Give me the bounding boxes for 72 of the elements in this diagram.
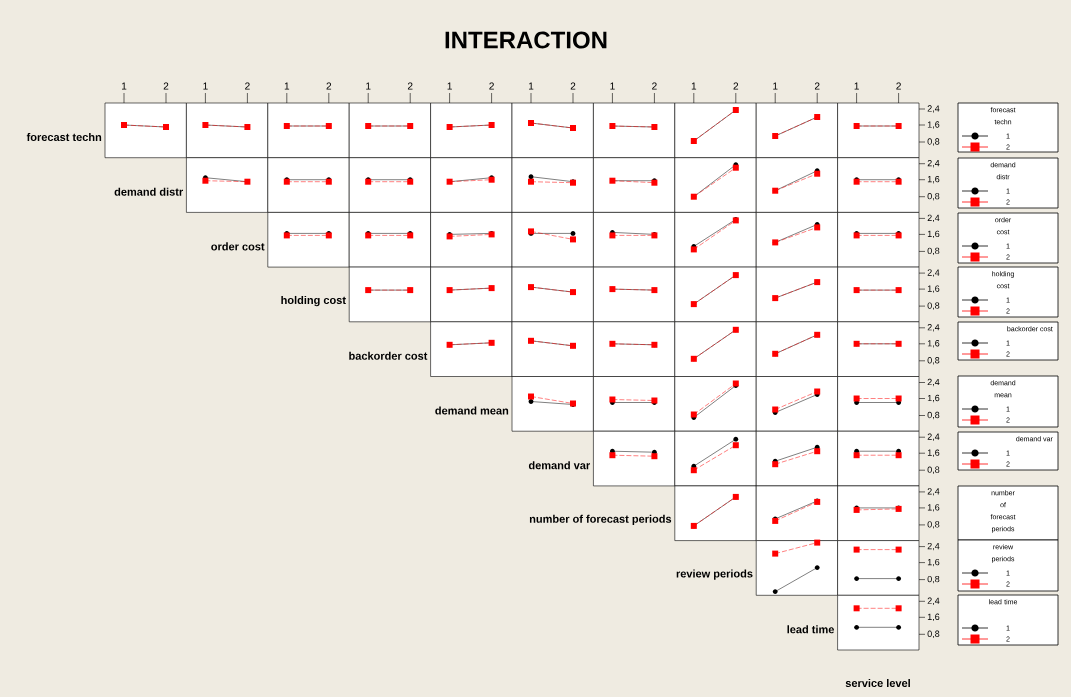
tick-label: 0,8 xyxy=(927,357,940,365)
tick-label: 2 xyxy=(407,82,413,90)
tick-label: 1 xyxy=(610,82,615,90)
row-label: demand distr xyxy=(114,187,183,196)
tick-label: 0,8 xyxy=(927,411,940,420)
tick-label: 2,4 xyxy=(927,378,940,387)
tick-label: 2 xyxy=(733,82,739,90)
legend-box xyxy=(957,157,1059,209)
tick-label: 2,4 xyxy=(927,214,940,223)
tick-label: 0,8 xyxy=(927,630,940,638)
row-label: backorder cost xyxy=(349,351,428,360)
tick-label: 2 xyxy=(489,82,494,90)
column-label: service level xyxy=(845,678,910,688)
tick-label: 1 xyxy=(691,82,697,90)
tick-label: 2,4 xyxy=(927,160,940,168)
tick-label: 2,4 xyxy=(927,324,940,332)
tick-label: 1 xyxy=(773,82,778,90)
tick-label: 0,8 xyxy=(927,247,940,256)
tick-label: 1,6 xyxy=(927,613,940,621)
tick-label: 1 xyxy=(447,82,452,90)
tick-label: 2 xyxy=(652,82,657,90)
tick-label: 2 xyxy=(326,82,332,90)
tick-label: 1,6 xyxy=(927,558,940,567)
row-label: demand var xyxy=(528,461,590,470)
tick-label: 2,4 xyxy=(927,105,940,113)
legend-box xyxy=(957,102,1059,153)
title: INTERACTION xyxy=(445,31,607,49)
legend-box xyxy=(957,266,1059,318)
tick-label: 2,4 xyxy=(927,597,940,605)
tick-label: 1,6 xyxy=(927,504,940,512)
tick-label: 1,6 xyxy=(927,230,940,239)
row-label: holding cost xyxy=(281,295,346,307)
tick-label: 0,8 xyxy=(927,521,940,529)
tick-label: 1 xyxy=(854,82,859,90)
tick-label: 0,8 xyxy=(927,466,940,474)
tick-label: 1,6 xyxy=(927,340,940,348)
tick-label: 1,6 xyxy=(927,121,940,129)
tick-label: 2 xyxy=(163,82,169,90)
tick-label: 0,8 xyxy=(927,302,940,310)
legend-box xyxy=(957,485,1059,541)
tick-label: 2,4 xyxy=(927,542,940,551)
tick-label: 2,4 xyxy=(927,269,940,277)
legend-box xyxy=(957,375,1059,428)
tick-label: 2 xyxy=(570,82,576,90)
legend-box xyxy=(957,212,1059,264)
tick-label: 1 xyxy=(366,82,371,90)
tick-label: 2 xyxy=(814,82,820,90)
tick-label: 1 xyxy=(529,82,534,90)
tick-label: 0,8 xyxy=(927,193,940,201)
tick-label: 1,6 xyxy=(927,394,940,403)
tick-label: 0,8 xyxy=(927,575,940,584)
row-label: number of forecast periods xyxy=(529,514,672,526)
legend-box xyxy=(957,539,1059,592)
legend-box xyxy=(957,321,1059,361)
tick-label: 1 xyxy=(122,82,127,90)
legend-box xyxy=(957,431,1059,471)
tick-label: 1 xyxy=(284,82,290,90)
tick-label: 1,6 xyxy=(927,285,940,293)
tick-label: 2,4 xyxy=(927,488,940,496)
tick-label: 1 xyxy=(203,82,208,90)
tick-label: 2 xyxy=(245,82,250,90)
tick-label: 0,8 xyxy=(927,138,940,146)
row-label: order cost xyxy=(211,242,265,251)
row-label: lead time xyxy=(787,625,834,634)
row-label: demand mean xyxy=(435,406,509,415)
row-label: review periods xyxy=(676,569,753,580)
tick-label: 2 xyxy=(896,82,901,90)
tick-label: 1,6 xyxy=(927,176,940,184)
tick-label: 2,4 xyxy=(927,433,940,441)
row-label: forecast techn xyxy=(26,132,102,142)
tick-label: 1,6 xyxy=(927,449,940,457)
legend-box xyxy=(957,594,1059,646)
